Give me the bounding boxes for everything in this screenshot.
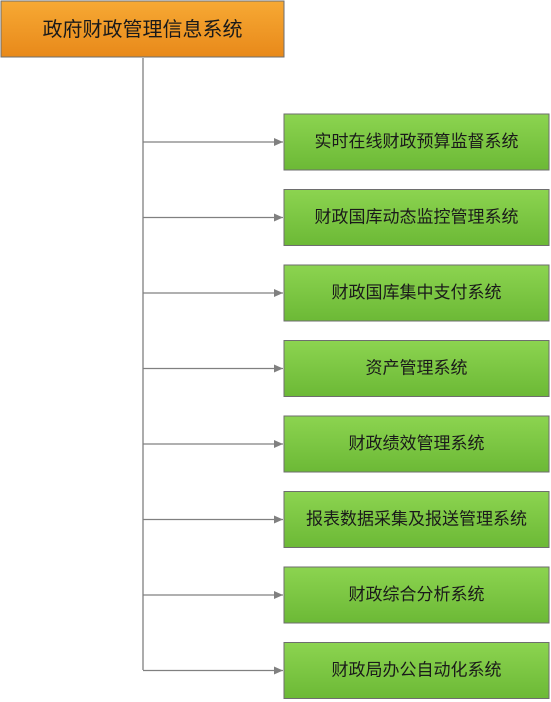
child-node-box [283,340,550,397]
child-node: 实时在线财政预算监督系统 [143,113,550,171]
child-node: 财政国库集中支付系统 [143,264,550,322]
child-node-box [283,113,550,171]
child-node: 财政绩效管理系统 [143,415,550,473]
child-node-box [283,491,550,548]
child-node-box [283,189,550,246]
child-node: 财政局办公自动化系统 [143,642,550,699]
child-node-label: 资产管理系统 [366,359,468,379]
child-node: 财政综合分析系统 [143,566,550,624]
child-node-label: 财政绩效管理系统 [349,434,485,454]
child-node-label: 财政国库集中支付系统 [332,283,502,303]
child-node: 财政国库动态监控管理系统 [143,189,550,246]
child-node-label: 报表数据采集及报送管理系统 [306,510,527,530]
child-node: 资产管理系统 [143,340,550,397]
child-node: 报表数据采集及报送管理系统 [143,491,550,548]
child-node-box [283,415,550,473]
root-node: 政府财政管理信息系统 [0,0,285,58]
child-node-box [283,264,550,322]
child-node-list: 实时在线财政预算监督系统财政国库动态监控管理系统财政国库集中支付系统资产管理系统… [143,113,550,699]
root-node-label: 政府财政管理信息系统 [43,17,243,41]
child-node-box [283,642,550,699]
child-node-label: 实时在线财政预算监督系统 [315,132,519,152]
child-node-box [283,566,550,624]
child-node-label: 财政国库动态监控管理系统 [315,208,519,228]
child-node-label: 财政综合分析系统 [349,585,485,605]
child-node-label: 财政局办公自动化系统 [332,661,502,681]
